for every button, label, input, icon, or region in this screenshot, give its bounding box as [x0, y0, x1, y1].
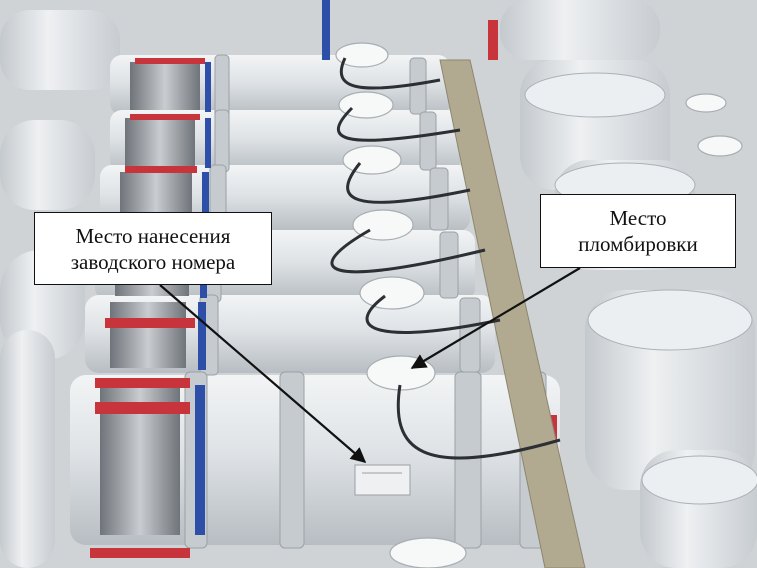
serial-number-callout-line2: заводского номера	[70, 250, 236, 274]
cables	[330, 57, 561, 460]
seal-callout-line2: пломбировки	[578, 232, 698, 256]
sensor-caps	[335, 42, 743, 568]
left-tanks	[0, 10, 120, 568]
serial-number-callout-line1: Место нанесения	[75, 224, 231, 248]
seal-arrow	[410, 267, 581, 369]
serial-nameplate	[354, 464, 411, 496]
serial-number-callout: Место нанесения заводского номера	[34, 212, 272, 285]
cable-tray	[439, 59, 586, 568]
serial-arrow	[159, 284, 367, 464]
seal-callout-line1: Место	[609, 206, 667, 230]
seal-callout: Место пломбировки	[540, 194, 736, 268]
